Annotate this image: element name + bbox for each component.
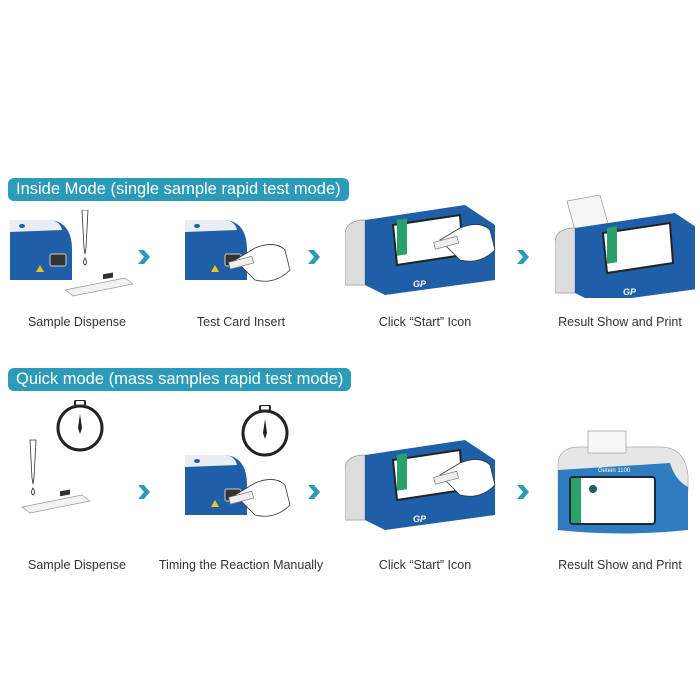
inside-mode-banner: Inside Mode (single sample rapid test mo… xyxy=(8,178,349,201)
step-caption: Sample Dispense xyxy=(28,558,126,572)
arrow-right-icon xyxy=(308,485,320,499)
arrow-right-icon xyxy=(517,485,529,499)
pipette-test-card-icon xyxy=(10,210,134,297)
arrow-right-icon xyxy=(138,485,150,499)
step-caption: Click “Start” Icon xyxy=(378,558,472,572)
arrow-right-icon xyxy=(308,250,320,264)
stopwatch-insert-card-icon xyxy=(185,405,291,517)
step-caption: Result Show and Print xyxy=(558,315,682,329)
step-caption: Result Show and Print xyxy=(558,558,682,572)
analyzer-touch-icon xyxy=(345,205,496,296)
arrow-right-icon xyxy=(138,250,150,264)
stopwatch-pipette-icon xyxy=(21,400,104,514)
analyzer-touch-icon xyxy=(345,440,496,531)
arrow-right-icon xyxy=(517,250,529,264)
analyzer-front-print-icon: Getein 1100 xyxy=(557,430,689,534)
step-caption: Test Card Insert xyxy=(196,315,286,329)
step-caption: Sample Dispense xyxy=(28,315,126,329)
step-caption: Timing the Reaction Manually xyxy=(158,558,324,572)
analyzer-print-icon xyxy=(555,194,695,298)
step-caption: Click “Start” Icon xyxy=(378,315,472,329)
quick-mode-banner: Quick mode (mass samples rapid test mode… xyxy=(8,368,352,391)
hand-insert-card-icon xyxy=(185,219,291,282)
device-brand: Getein 1100 xyxy=(598,468,631,474)
